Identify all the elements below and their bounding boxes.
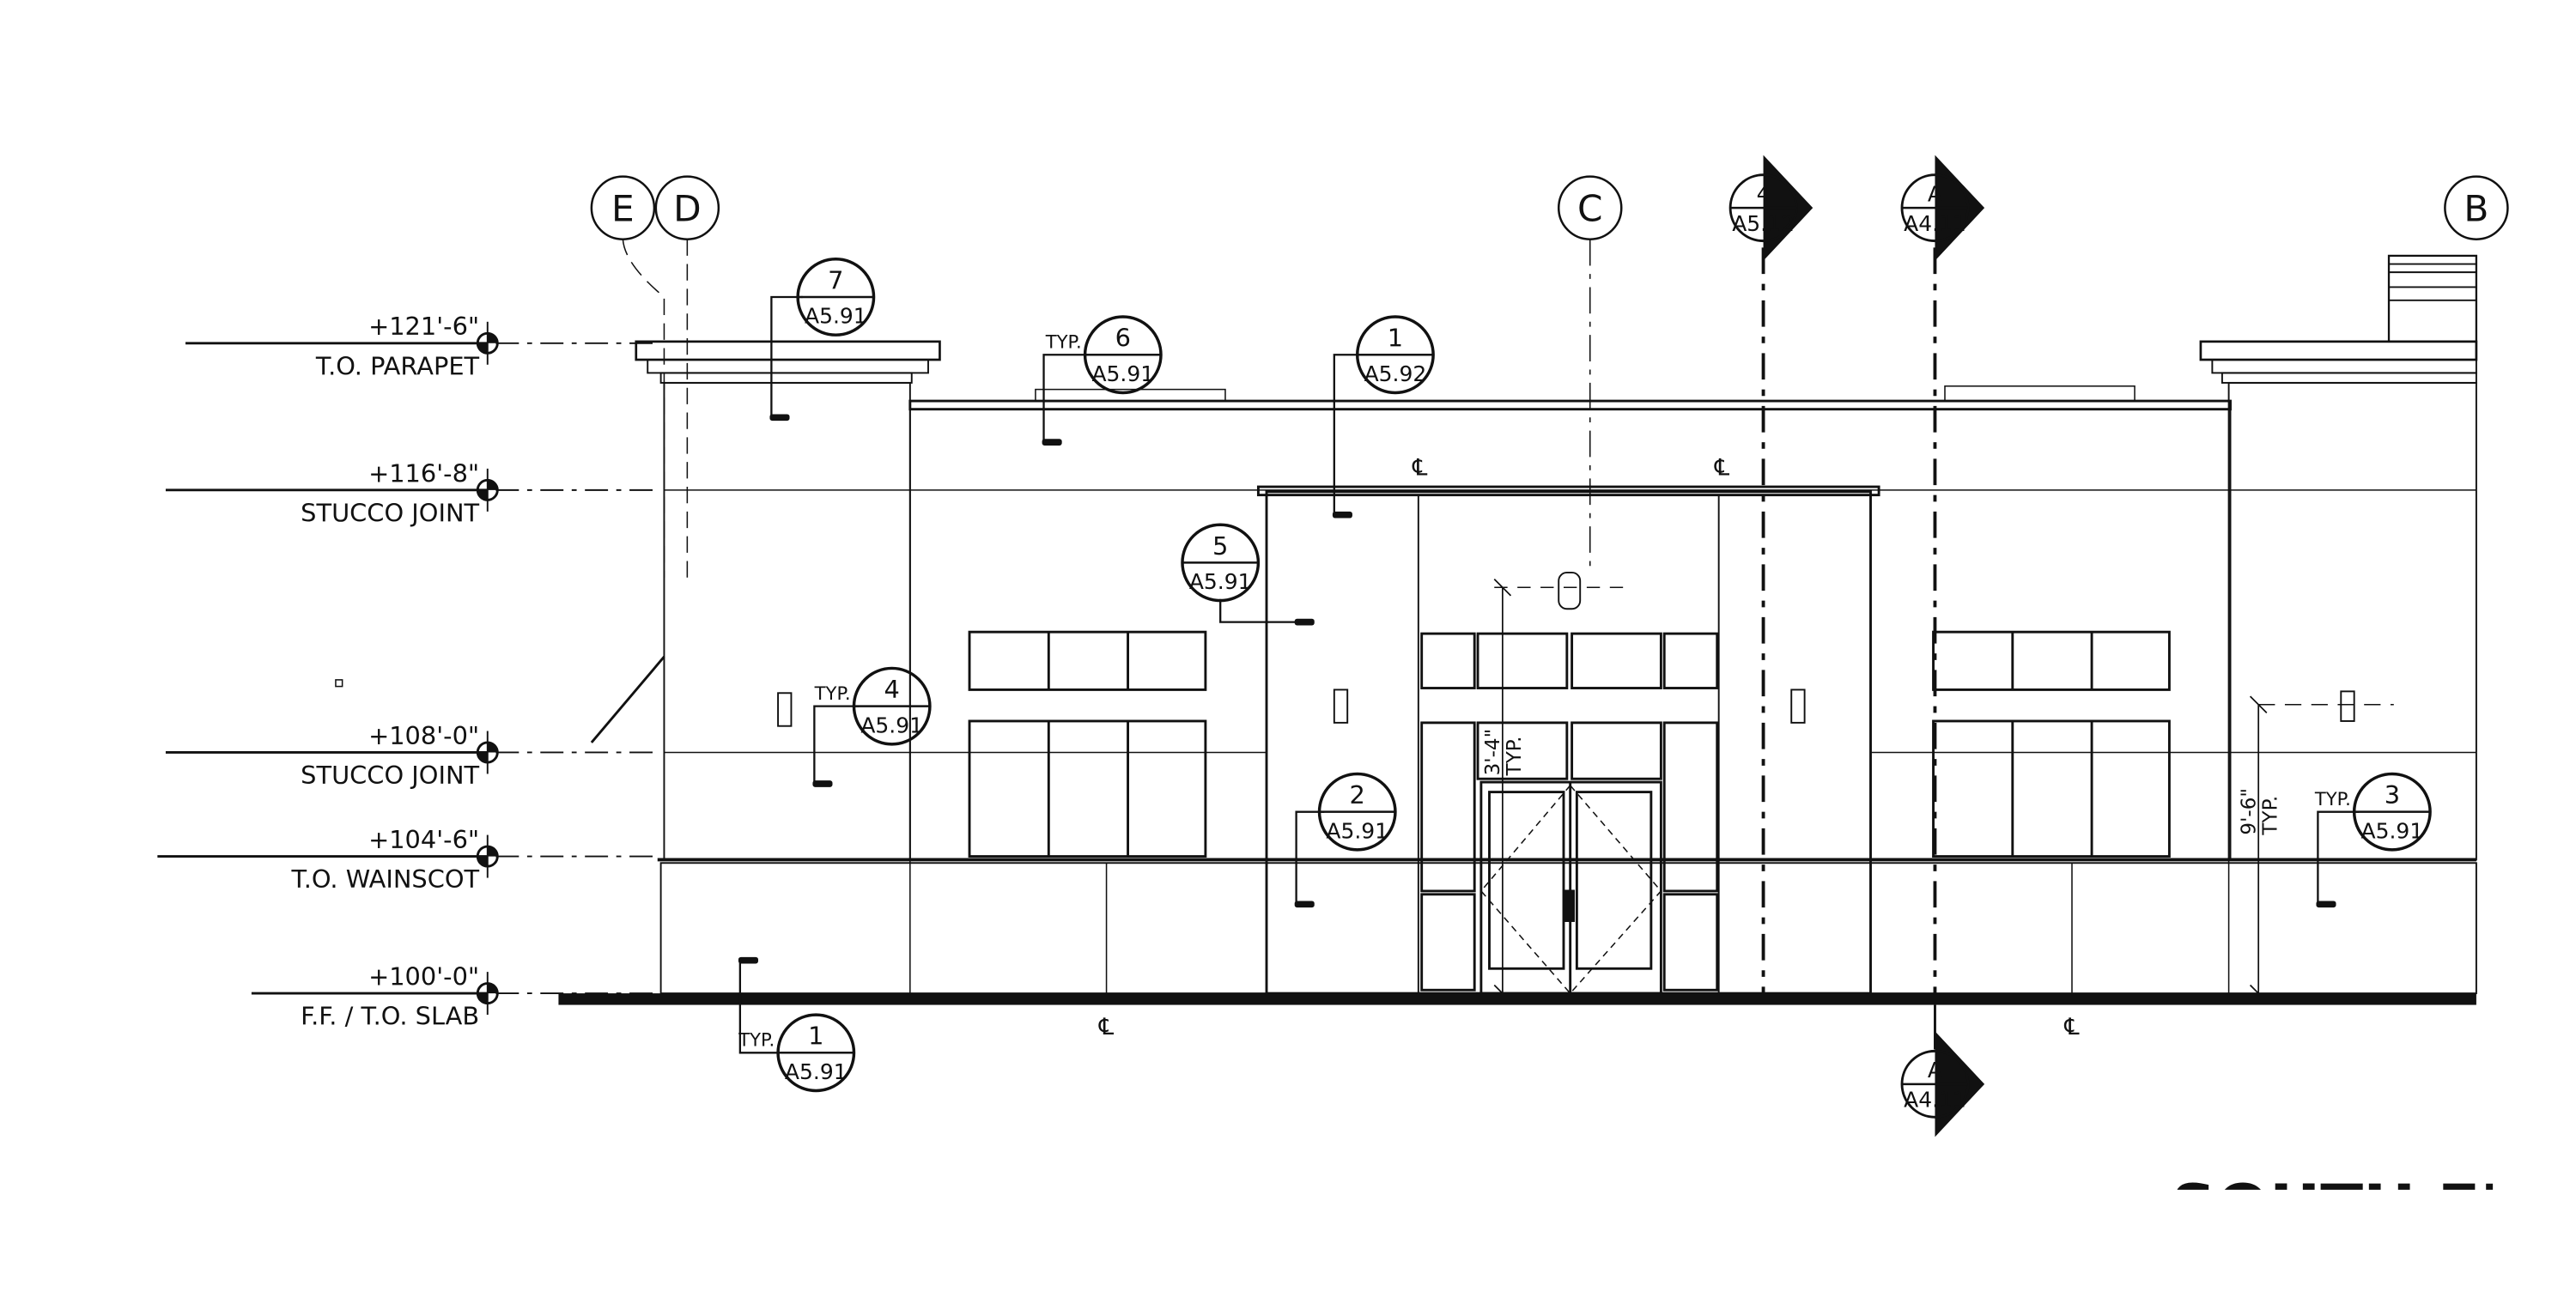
level-marker: +121'-6" T.O. PARAPET [185, 312, 661, 380]
dimension-note: TYP. [2259, 796, 2281, 836]
detail-tag: 1A5.92 [1332, 315, 1435, 519]
leader-end-icon [1042, 439, 1062, 446]
leader-end-icon [1294, 618, 1315, 626]
detail-tag: 1A5.91 TYP. [738, 956, 856, 1093]
detail-sheet: A5.91 [1189, 569, 1252, 594]
section-sheet: A5.12 [1732, 211, 1795, 236]
level-elevation: +108'-0" [368, 721, 479, 750]
grid-label: C [1577, 188, 1603, 230]
dimension-value: 9'-6" [2238, 788, 2260, 835]
level-elevation: +100'-0" [368, 961, 479, 991]
level-name: T.O. WAINSCOT [291, 864, 480, 894]
detail-tag: 2A5.91 [1294, 772, 1397, 908]
detail-number: 1 [1388, 324, 1403, 353]
building-elevation [335, 254, 2478, 1005]
section-number: A [1928, 181, 1942, 206]
level-marker: +100'-0" F.F. / T.O. SLAB [251, 961, 661, 1031]
dimension-value: 3'-4" [1482, 729, 1504, 776]
detail-sheet: A5.91 [860, 713, 923, 737]
detail-tags: 7A5.916A5.91TYP.1A5.925A5.914A5.91TYP.2A… [738, 258, 2432, 1093]
section-marker: 4A5.12 [1728, 155, 1814, 261]
detail-tag: 6A5.91 TYP. [1042, 315, 1163, 446]
detail-note: TYP. [814, 682, 851, 704]
dimensions: 3'-4"TYP.9'-6"TYP. [1482, 579, 2281, 1003]
detail-number: 5 [1212, 531, 1228, 561]
detail-sheet: A5.91 [805, 304, 867, 329]
section-number: 4 [1757, 181, 1771, 206]
detail-number: 1 [808, 1022, 823, 1051]
detail-sheet: A5.91 [1091, 361, 1154, 386]
level-elevation: +121'-6" [368, 312, 479, 341]
centerline-symbol: ℄ [1412, 455, 1428, 482]
detail-number: 7 [828, 265, 843, 294]
grid-bubble: E [590, 175, 656, 240]
section-marker: A A4.11 [1900, 155, 1985, 261]
level-markers: +121'-6" T.O. PARAPET +116'-8" STUCCO JOINT… [157, 312, 661, 1031]
centerline-symbol: ℄ [2063, 1014, 2080, 1040]
dimension-note: TYP. [1504, 737, 1526, 777]
grid-label: E [611, 188, 635, 230]
section-sheet: A4.11 [1904, 1088, 1966, 1113]
detail-sheet: A5.91 [2361, 818, 2424, 843]
section-number: A [1928, 1058, 1942, 1083]
grid-label: B [2464, 188, 2488, 230]
detail-tag: 5A5.91 [1181, 523, 1315, 626]
grid-bubble: B [2444, 175, 2509, 240]
level-elevation: +116'-8" [368, 458, 479, 488]
level-marker: +104'-6" T.O. WAINSCOT [157, 825, 661, 894]
detail-number: 4 [884, 675, 900, 704]
centerline-symbol: ℄ [1714, 455, 1730, 482]
level-name: T.O. PARAPET [315, 351, 480, 380]
storefront-entry [1420, 632, 1719, 995]
detail-sheet: A5.91 [785, 1059, 848, 1084]
grid-bubble: C [1557, 175, 1623, 240]
level-name: F.F. / T.O. SLAB [301, 1002, 479, 1031]
level-name: STUCCO JOINT [301, 761, 479, 790]
section-sheet: A4.11 [1904, 211, 1966, 236]
centerline-symbol: ℄ [1098, 1014, 1115, 1040]
detail-number: 6 [1115, 324, 1131, 353]
level-elevation: +104'-6" [368, 825, 479, 854]
grid-label: D [673, 188, 702, 230]
level-name: STUCCO JOINT [301, 498, 479, 527]
section-marker: A A4.11 [1900, 1031, 1985, 1137]
drawing-title-text: SOUTH ELEV [2171, 1172, 2576, 1245]
drawing-title: SOUTH ELEV [2171, 1172, 2576, 1245]
level-marker: +108'-0" STUCCO JOINT [165, 721, 661, 790]
detail-number: 2 [1350, 780, 1365, 810]
detail-tag: 3A5.91 TYP. [2314, 772, 2432, 908]
leader-end-icon [1332, 511, 1352, 519]
leader-end-icon [812, 780, 833, 787]
window-left [968, 630, 1207, 858]
leader-end-icon [1294, 901, 1315, 908]
dimension: 9'-6"TYP. [2238, 695, 2281, 1003]
grid-bubble: D [654, 175, 720, 240]
leader-end-icon [738, 956, 759, 964]
detail-tag: 4A5.91 TYP. [812, 666, 932, 787]
detail-number: 3 [2385, 780, 2400, 810]
detail-sheet: A5.92 [1364, 361, 1427, 386]
detail-note: TYP. [2314, 788, 2351, 810]
detail-tag: 7A5.91 [769, 258, 876, 422]
dimension: 3'-4"TYP. [1482, 579, 1526, 1003]
level-marker: +116'-8" STUCCO JOINT [165, 458, 661, 527]
window-right [1932, 630, 2171, 858]
detail-sheet: A5.91 [1326, 818, 1388, 843]
detail-note: TYP. [738, 1029, 775, 1051]
leader-end-icon [769, 414, 790, 422]
detail-note: TYP. [1045, 331, 1082, 353]
leader-end-icon [2316, 901, 2336, 908]
